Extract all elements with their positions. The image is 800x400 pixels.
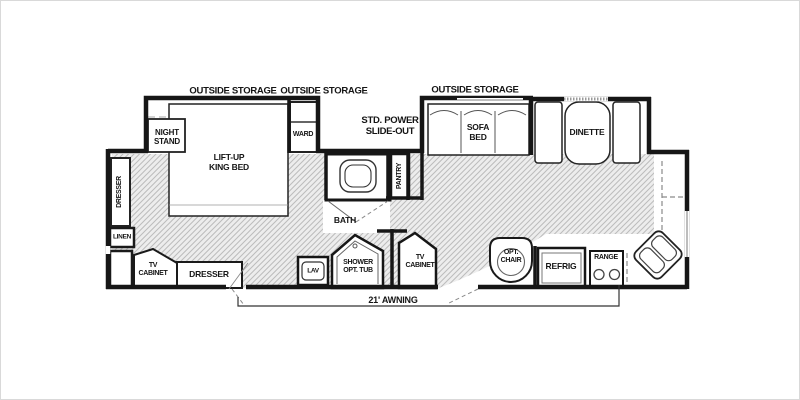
awning-label: 21' AWNING (364, 294, 422, 306)
range-burner-right (608, 268, 621, 281)
cabinet-below-linen (108, 249, 134, 289)
dresser-front (176, 261, 243, 289)
dresser-side (110, 157, 131, 227)
dinette-bench-left (534, 101, 563, 164)
toilet (339, 159, 377, 193)
sofa-bed-label: SOFA BED (466, 122, 490, 142)
opt-chair-seat (496, 247, 526, 277)
refrig-label: REFRIG (545, 261, 577, 272)
sofa-cushions (429, 110, 527, 116)
lav-sink (301, 261, 325, 281)
outside-storage-label-2: OUTSIDE STORAGE (280, 85, 368, 97)
interior-walls (287, 100, 537, 289)
toilet-seat (344, 164, 372, 188)
ward-label: WARD (292, 130, 314, 138)
king-bed (168, 103, 289, 217)
linen-label: LINEN (112, 233, 132, 241)
awning-line (237, 285, 620, 307)
slide-out-label: STD. POWER SLIDE-OUT (361, 115, 419, 137)
shower-drain (352, 243, 358, 249)
dinette-bench-right (612, 101, 641, 164)
dresser-front-label: DRESSER (189, 269, 229, 280)
dinette-label: DINETTE (569, 127, 605, 138)
sofa-bed (427, 103, 530, 156)
refrigerator-inner (541, 252, 582, 284)
shower-label: SHOWER OPT. TUB (343, 258, 373, 274)
opt-chair-label: OPT. CHAIR (500, 248, 522, 264)
toilet-door-leaf (327, 200, 357, 223)
dresser-side-label: DRESSER (115, 176, 123, 208)
range-burner-left (593, 268, 605, 281)
outside-storage-label-3: OUTSIDE STORAGE (431, 84, 519, 96)
sofa-dividers (460, 111, 496, 153)
night-stand-label: NIGHT STAND (154, 127, 180, 146)
pantry-label: PANTRY (395, 162, 403, 190)
tv-cabinet-mid-label: TV CABINET (405, 253, 435, 269)
lav-label: LAV (307, 267, 319, 275)
king-bed-label: LIFT-UP KING BED (209, 152, 249, 172)
bath-label: BATH (333, 215, 357, 226)
ward-cabinet (289, 101, 318, 153)
range-label: RANGE (594, 253, 618, 261)
toilet-door-swing (355, 200, 389, 223)
dinette-table (564, 101, 611, 165)
counter-dashes (626, 161, 685, 286)
outside-storage-label-1: OUTSIDE STORAGE (189, 85, 277, 97)
shower-tub-inner (336, 240, 379, 284)
windows (105, 96, 690, 257)
kitchen-sink (633, 230, 683, 280)
tv-cabinet-bedroom-label: TV CABINET (138, 261, 168, 277)
